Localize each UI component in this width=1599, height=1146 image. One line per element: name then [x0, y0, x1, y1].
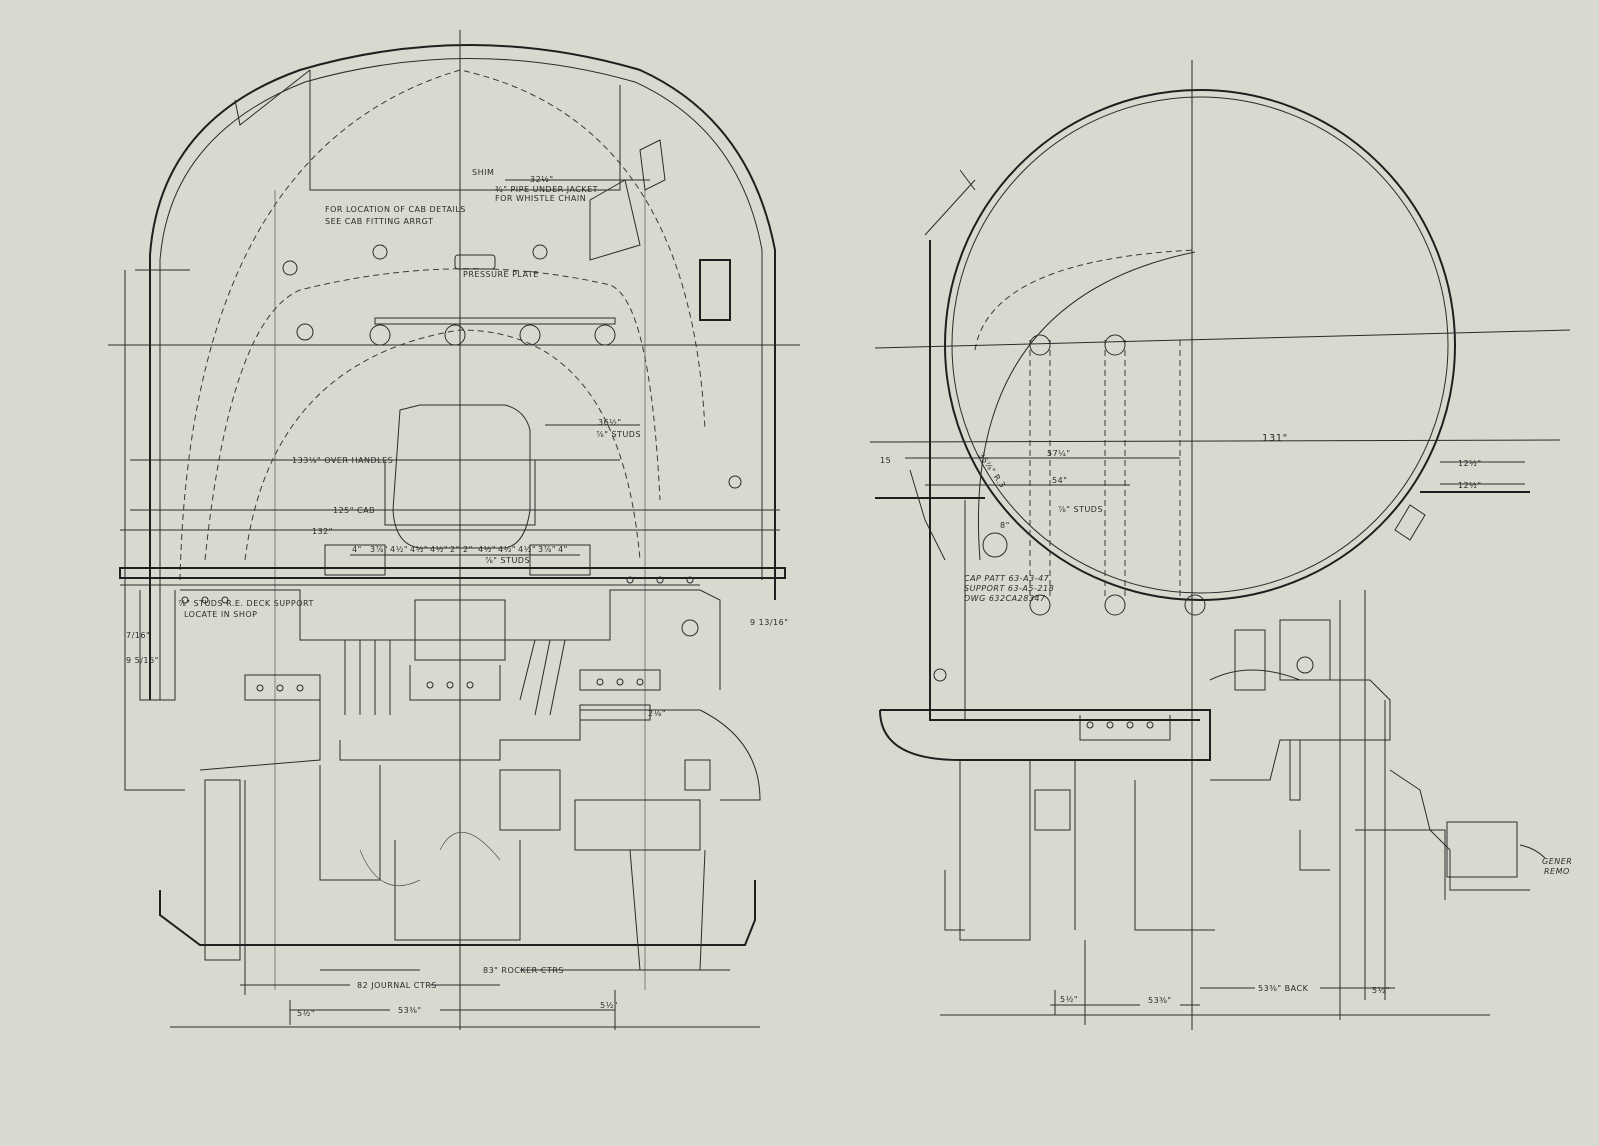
spacing-dim: 4½": [478, 545, 496, 554]
dimension-label: 12½": [1458, 459, 1482, 468]
spacing-dim: 3⅞": [370, 545, 388, 554]
generator-box: [1446, 821, 1518, 878]
spacing-dim: 4½": [518, 545, 536, 554]
cylinder-saddle: [879, 709, 1211, 761]
dimension-label: 5½": [297, 1009, 315, 1018]
back-dimension: 53⅜" BACK: [1258, 984, 1309, 993]
dimension-label: 12½": [1458, 481, 1482, 490]
bolt-row: [181, 576, 694, 692]
boiler-shell-circle: [944, 89, 1456, 601]
cab-note: SEE CAB FITTING ARRGT: [325, 217, 433, 226]
over-handles-dimension: 133⅛" OVER HANDLES: [292, 456, 393, 465]
stud-spacing-dimensions: 4" 3⅞" 4½" 4½" 4½" 2" 2" 4½" 4½" 4½" 3⅞"…: [352, 545, 568, 554]
studs-label: ⅞" STUDS: [485, 556, 530, 565]
firebox-door: [392, 404, 531, 549]
dimension-label: 54": [1052, 476, 1067, 485]
cap-note: DWG 632CA28347: [964, 594, 1046, 603]
dimension-label: 2⅛": [648, 709, 666, 718]
pipe-note: FOR WHISTLE CHAIN: [495, 194, 586, 203]
spacing-dim: 4": [352, 545, 362, 554]
boiler-jacket-line: [179, 69, 706, 581]
front-view: SHIM 32½" ¾" PIPE UNDER JACKET FOR WHIST…: [108, 30, 800, 1030]
spacing-dim: 4½": [430, 545, 448, 554]
deck-support-note: LOCATE IN SHOP: [184, 610, 258, 619]
spacing-dim: 4½": [498, 545, 516, 554]
dimension-label: 15: [880, 456, 891, 465]
dimension-label: 132": [312, 527, 333, 536]
journal-centers-dimension: 82 JOURNAL CTRS: [357, 981, 437, 990]
pressure-plate-label: PRESSURE PLATE: [463, 270, 539, 279]
studs-label: ⅞" STUDS: [596, 430, 641, 439]
dimension-label: 9 5/16": [126, 656, 159, 665]
dimension-label: 53⅜": [1148, 996, 1172, 1005]
section-view: 15 131" 57¼" 54" 35⅞" R.3 ⅞" STUDS 8" 12…: [869, 60, 1572, 1030]
spacing-dim: 4½": [390, 545, 408, 554]
spacing-dim: 4": [558, 545, 568, 554]
deck-plate: [119, 567, 786, 579]
pressure-plate: [454, 254, 496, 270]
shim-label: SHIM: [472, 168, 494, 177]
dimension-label: 5½": [1060, 995, 1078, 1004]
pipe-note: ¾" PIPE UNDER JACKET: [495, 185, 598, 194]
dimension-label: 53⅜": [398, 1006, 422, 1015]
dimension-label: 5½": [600, 1001, 618, 1010]
dimension-label: 7/16": [126, 631, 150, 640]
spacing-dim: 3⅞": [538, 545, 556, 554]
studs-label: ⅞" STUDS: [1058, 505, 1103, 514]
truck-frame: [159, 880, 756, 946]
generator-note: REMO: [1544, 867, 1570, 876]
cap-note: SUPPORT 63-A5-218: [964, 584, 1054, 593]
cab-width-dimension: 125" CAB: [333, 506, 375, 515]
generator-note: GENER: [1542, 857, 1572, 866]
spacing-dim: 4½": [410, 545, 428, 554]
cab-note: FOR LOCATION OF CAB DETAILS: [325, 205, 466, 214]
cab-holes: [282, 244, 742, 637]
spacing-dim: 2": [463, 545, 473, 554]
dimension-label: 9 13/16": [750, 618, 788, 627]
cab-inner-outline: [159, 58, 763, 700]
deck-support-note: ⅞" STUDS R.E. DECK SUPPORT: [178, 599, 314, 608]
handrail: [124, 269, 190, 791]
dimension-label: 36½": [598, 418, 622, 427]
rocker-centers-dimension: 83" ROCKER CTRS: [483, 966, 564, 975]
dimension-label: 5½": [1372, 986, 1390, 995]
dimension-label: 57¼": [1047, 449, 1071, 458]
overall-width-dimension: 131": [1262, 433, 1288, 444]
cab-roof-outline: [149, 44, 776, 700]
dimension-label: 8": [1000, 521, 1010, 530]
dimension-label: 32½": [530, 175, 554, 184]
spacing-dim: 2": [450, 545, 460, 554]
cap-note: CAP PATT 63-A3-47: [964, 574, 1050, 583]
